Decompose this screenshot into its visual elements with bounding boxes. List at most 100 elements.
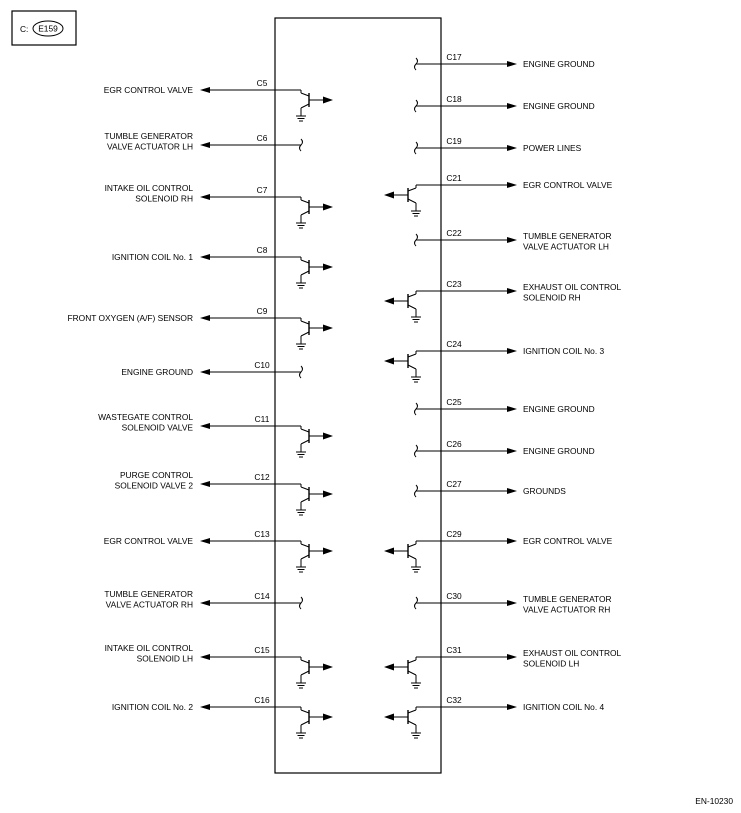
pin-number: C24 <box>446 339 462 349</box>
arrow-right-icon <box>507 538 517 544</box>
driver-transistor-symbol <box>296 428 333 458</box>
driver-transistor-symbol <box>296 486 333 516</box>
signal-label: INTAKE OIL CONTROL <box>105 183 194 193</box>
pin-number: C14 <box>254 591 270 601</box>
pin-number: C18 <box>446 94 462 104</box>
driver-transistor-symbol <box>296 659 333 689</box>
signal-label: ENGINE GROUND <box>523 446 595 456</box>
arrow-left-icon <box>200 600 210 606</box>
signal-label: EXHAUST OIL CONTROL <box>523 648 622 658</box>
signal-label: SOLENOID LH <box>137 654 193 664</box>
arrow-left-icon <box>200 704 210 710</box>
driver-transistor-symbol <box>296 320 333 350</box>
signal-label: SOLENOID LH <box>523 659 579 669</box>
signal-label: ENGINE GROUND <box>523 404 595 414</box>
signal-label: IGNITION COIL No. 1 <box>112 252 193 262</box>
wire-break-symbol <box>414 484 418 498</box>
driver-transistor-symbol <box>296 709 333 739</box>
signal-label: ENGINE GROUND <box>523 101 595 111</box>
connector-tag-prefix: C: <box>20 24 28 34</box>
signal-label: IGNITION COIL No. 3 <box>523 346 604 356</box>
signal-label: VALVE ACTUATOR LH <box>523 242 609 252</box>
signal-label: VALVE ACTUATOR RH <box>106 600 193 610</box>
signal-label: SOLENOID VALVE 2 <box>115 481 194 491</box>
signal-label: VALVE ACTUATOR LH <box>107 142 193 152</box>
pin-number: C12 <box>254 472 270 482</box>
pin-number: C16 <box>254 695 270 705</box>
pin-number: C22 <box>446 228 462 238</box>
signal-label: SOLENOID VALVE <box>122 423 194 433</box>
arrow-right-icon <box>507 103 517 109</box>
pin-number: C9 <box>257 306 268 316</box>
pin-number: C8 <box>257 245 268 255</box>
pin-number: C7 <box>257 185 268 195</box>
arrow-right-icon <box>507 654 517 660</box>
arrow-left-icon <box>200 142 210 148</box>
pin-number: C13 <box>254 529 270 539</box>
driver-transistor-symbol <box>296 259 333 289</box>
signal-label: IGNITION COIL No. 4 <box>523 702 604 712</box>
pin-number: C15 <box>254 645 270 655</box>
arrow-left-icon <box>200 423 210 429</box>
signal-label: TUMBLE GENERATOR <box>104 589 193 599</box>
signal-label: TUMBLE GENERATOR <box>104 131 193 141</box>
signal-label: IGNITION COIL No. 2 <box>112 702 193 712</box>
pin-number: C27 <box>446 479 462 489</box>
pin-number: C21 <box>446 173 462 183</box>
arrow-left-icon <box>200 538 210 544</box>
arrow-right-icon <box>507 237 517 243</box>
wire-break-symbol <box>414 99 418 113</box>
pin-number: C32 <box>446 695 462 705</box>
arrow-right-icon <box>507 488 517 494</box>
signal-label: SOLENOID RH <box>523 293 581 303</box>
pin-number: C30 <box>446 591 462 601</box>
signal-label: TUMBLE GENERATOR <box>523 594 612 604</box>
signal-label: EGR CONTROL VALVE <box>104 536 194 546</box>
driver-transistor-symbol <box>384 187 421 217</box>
wire-break-symbol <box>414 444 418 458</box>
driver-transistor-symbol <box>296 543 333 573</box>
pin-number: C19 <box>446 136 462 146</box>
figure-code: EN-10230 <box>695 796 733 806</box>
signal-label: PURGE CONTROL <box>120 470 193 480</box>
arrow-left-icon <box>200 254 210 260</box>
arrow-right-icon <box>507 61 517 67</box>
pin-number: C29 <box>446 529 462 539</box>
driver-transistor-symbol <box>384 543 421 573</box>
wire-break-symbol <box>414 233 418 247</box>
arrow-left-icon <box>200 194 210 200</box>
signal-label: EGR CONTROL VALVE <box>104 85 194 95</box>
wire-break-symbol <box>414 402 418 416</box>
signal-label: POWER LINES <box>523 143 582 153</box>
signal-label: EGR CONTROL VALVE <box>523 180 613 190</box>
signal-label: TUMBLE GENERATOR <box>523 231 612 241</box>
pin-number: C26 <box>446 439 462 449</box>
wire-break-symbol <box>299 596 303 610</box>
driver-transistor-symbol <box>296 92 333 122</box>
signal-label: WASTEGATE CONTROL <box>98 412 193 422</box>
arrow-right-icon <box>507 600 517 606</box>
arrow-left-icon <box>200 87 210 93</box>
wire-break-symbol <box>414 596 418 610</box>
signal-label: ENGINE GROUND <box>121 367 193 377</box>
